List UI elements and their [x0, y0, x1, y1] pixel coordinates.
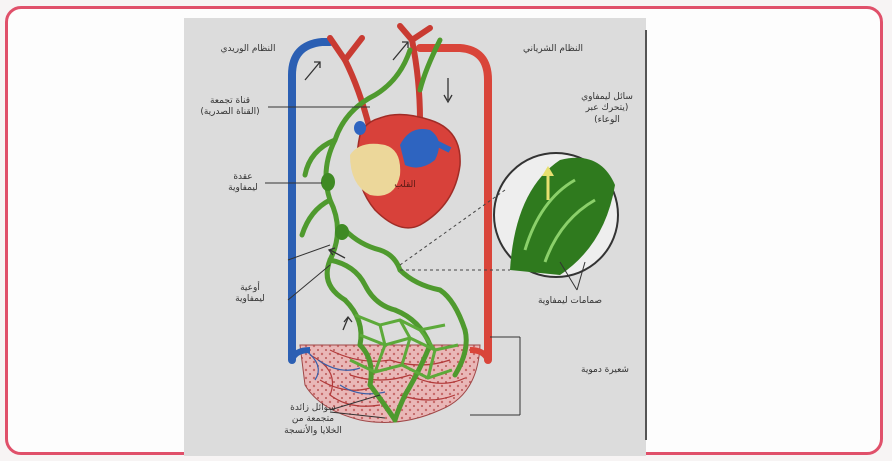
lymph-node — [354, 121, 366, 135]
label-lymph-node: عقدة ليمفاوية — [218, 172, 268, 195]
heart — [350, 114, 460, 227]
label-lymph-valves: صمامات ليمفاوية — [520, 296, 620, 307]
label-excess-fluid: سوائل زائدة متجمعة من الخلايا والأنسجة — [278, 403, 348, 437]
lymph-node — [335, 224, 349, 240]
label-arterial-system: النظام الشرياني — [513, 44, 593, 55]
label-heart: القلب — [385, 180, 425, 191]
lymph-node — [321, 173, 335, 191]
label-lymph-fluid: سائل ليمفاوي (يتحرك عبر الوعاء) — [572, 92, 642, 126]
great-vessels — [330, 26, 430, 130]
label-thoracic-duct: قناة تجمعة (القناة الصدرية) — [190, 96, 270, 119]
label-venous-system: النظام الوريدي — [208, 44, 288, 55]
label-lymph-vessels: أوعية ليمفاوية — [215, 283, 285, 306]
label-capillary-bed: شعيرة دموية — [575, 365, 635, 376]
